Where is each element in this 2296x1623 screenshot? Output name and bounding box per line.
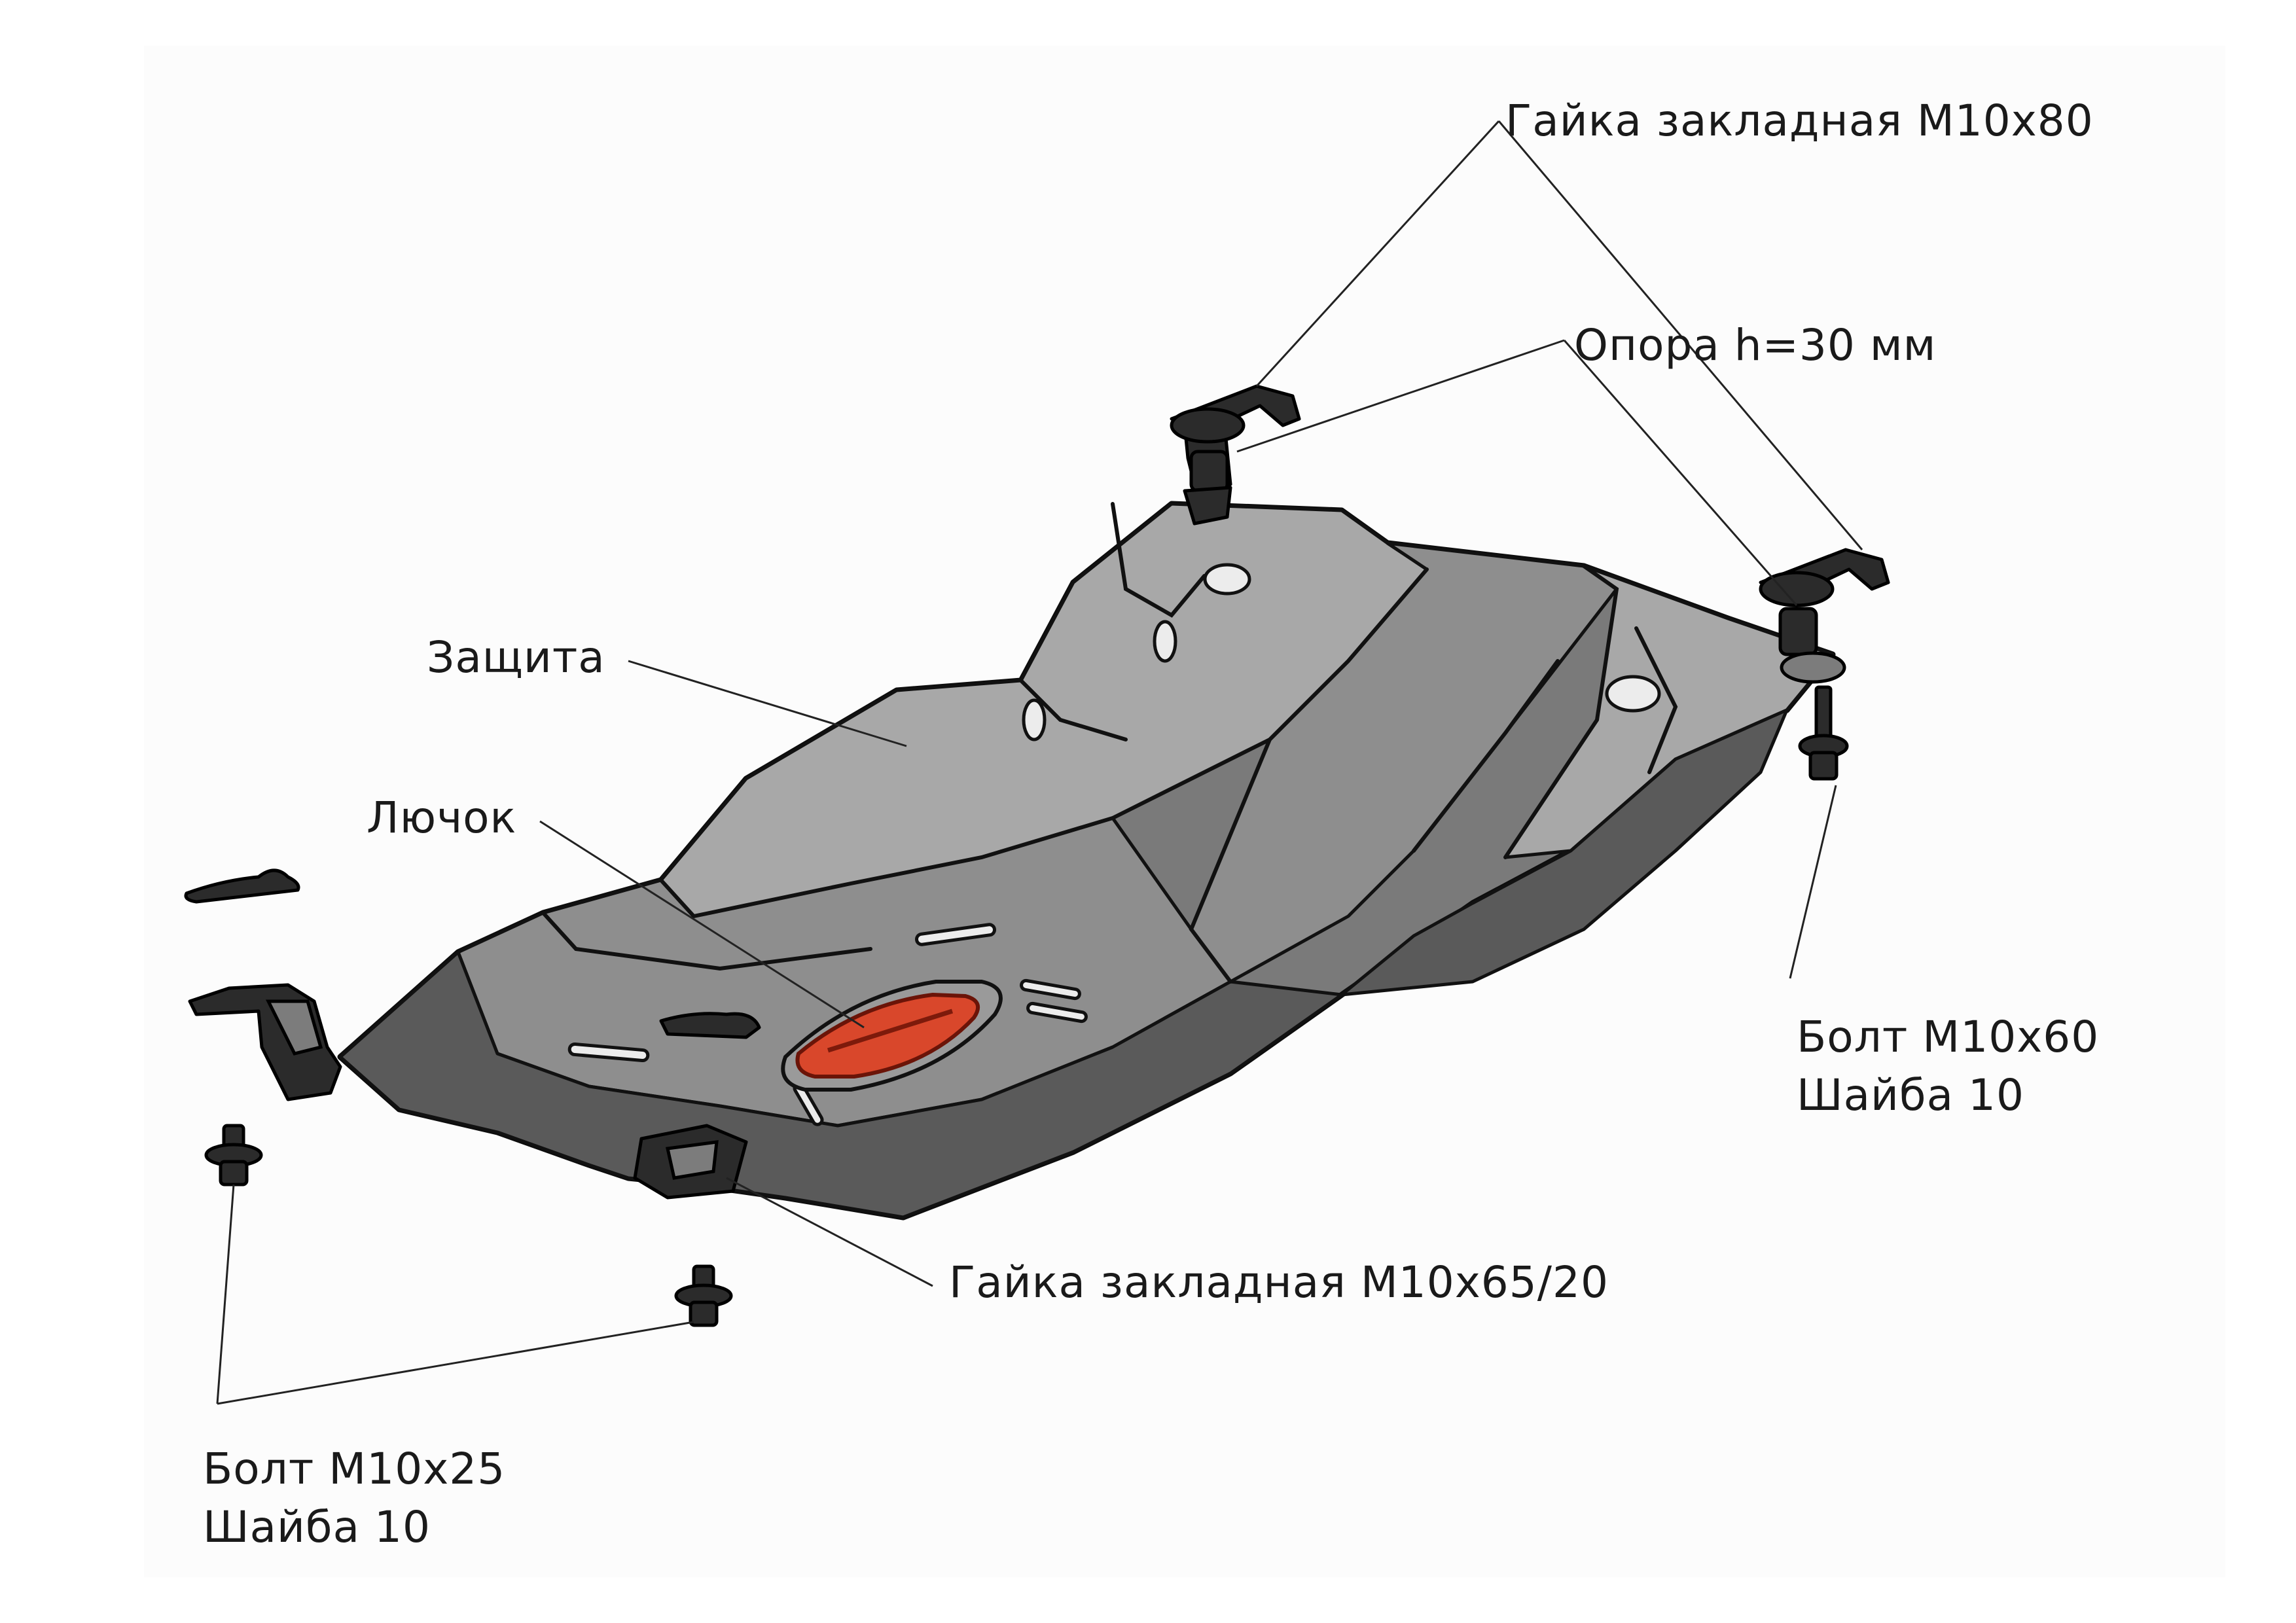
bolt-right xyxy=(1798,685,1849,781)
guard-crease-1 xyxy=(659,567,1429,919)
guard-right-skirt xyxy=(1340,708,1789,997)
label-bolt-m10x25: Болт М10х25 Шайба 10 xyxy=(203,1440,505,1556)
bracket-center-lug xyxy=(659,1012,761,1039)
guard-crease-3 xyxy=(1503,564,1619,859)
bracket-left-stepped xyxy=(188,983,342,1101)
guard-hole-2 xyxy=(1605,675,1661,713)
bracket-left-flat xyxy=(184,868,300,904)
guard-hole-1 xyxy=(1203,563,1251,596)
bolt-left-1 xyxy=(204,1124,263,1186)
hatch xyxy=(781,980,1003,1092)
label-guard: Защита xyxy=(427,632,605,683)
engine-guard xyxy=(337,501,1836,1221)
label-bolt-m10x60: Болт М10х60 Шайба 10 xyxy=(1797,1008,2099,1124)
guard-front-lip xyxy=(338,950,1344,1219)
guard-hole-3 xyxy=(1153,620,1177,663)
label-washer-10-right: Шайба 10 xyxy=(1797,1070,2025,1121)
label-support: Опора h=30 мм xyxy=(1574,320,1937,370)
guard-slot-2 xyxy=(1020,978,1081,1001)
guard-crease-6 xyxy=(1111,502,1206,618)
guard-slot-3 xyxy=(1026,1001,1088,1024)
bolt-left-2 xyxy=(674,1264,733,1327)
support-top-center xyxy=(1170,384,1301,526)
guard-slot-4 xyxy=(567,1042,650,1063)
guard-slot-1 xyxy=(915,923,996,946)
support-right xyxy=(1759,548,1890,684)
hatch-rib xyxy=(827,1008,954,1053)
guard-crease-5 xyxy=(541,911,872,971)
label-hatch: Лючок xyxy=(367,793,517,843)
label-bolt-m10x25-line1: Болт М10х25 xyxy=(203,1444,506,1494)
label-bolt-m10x60-line1: Болт М10х60 xyxy=(1797,1012,2100,1062)
guard-crease-7 xyxy=(1019,679,1128,741)
guard-crease-4 xyxy=(1412,659,1560,853)
leader-lines xyxy=(216,120,1863,1405)
guard-crease-8 xyxy=(1634,626,1678,774)
guard-hole-4 xyxy=(1022,698,1047,741)
guard-crease-2 xyxy=(1189,738,1272,984)
label-embedded-nut-m10x65-20: Гайка закладная М10х65/20 xyxy=(949,1257,1609,1308)
embedded-nut-bottom xyxy=(633,1124,748,1200)
label-embedded-nut-m10x80: Гайка закладная М10х80 xyxy=(1505,96,2094,146)
label-washer-10-left: Шайба 10 xyxy=(203,1502,431,1553)
